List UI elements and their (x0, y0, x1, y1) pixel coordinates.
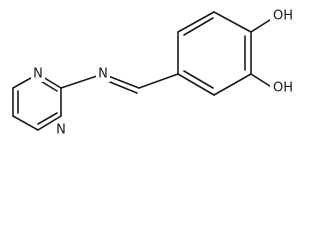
bond-c3-c4 (213, 11, 252, 33)
atom-n3: N (56, 123, 66, 138)
chemical-structure: N N N OH OH (12, 8, 298, 138)
atom-oh-top: OH (273, 9, 293, 24)
atom-oh-bottom: OH (273, 81, 293, 96)
bond-c6-c1-inner (183, 70, 214, 89)
bond-c5-oh-bottom (250, 73, 274, 89)
bond-n-imine-ch-double (104, 79, 138, 94)
bond-c4-n3-inner (37, 112, 58, 125)
imine-linker (60, 73, 179, 94)
bond-c5-c6 (213, 73, 252, 96)
bond-c4-oh-top (250, 17, 274, 33)
atom-n1: N (33, 67, 43, 82)
pyrimidine-ring (12, 73, 62, 131)
bond-ch-aryl (138, 73, 179, 89)
bond-c2-c3 (177, 11, 215, 33)
atom-n-imine: N (98, 67, 108, 82)
atom-labels: N N N OH OH (31, 8, 298, 138)
bond-c2-c3-inner (183, 17, 214, 36)
benzene-ring (177, 11, 252, 96)
bond-c5-c4 (12, 115, 39, 131)
bond-c6-c1 (177, 73, 215, 96)
hydroxyl-bonds (250, 17, 274, 89)
bond-c4-n3 (37, 115, 62, 131)
